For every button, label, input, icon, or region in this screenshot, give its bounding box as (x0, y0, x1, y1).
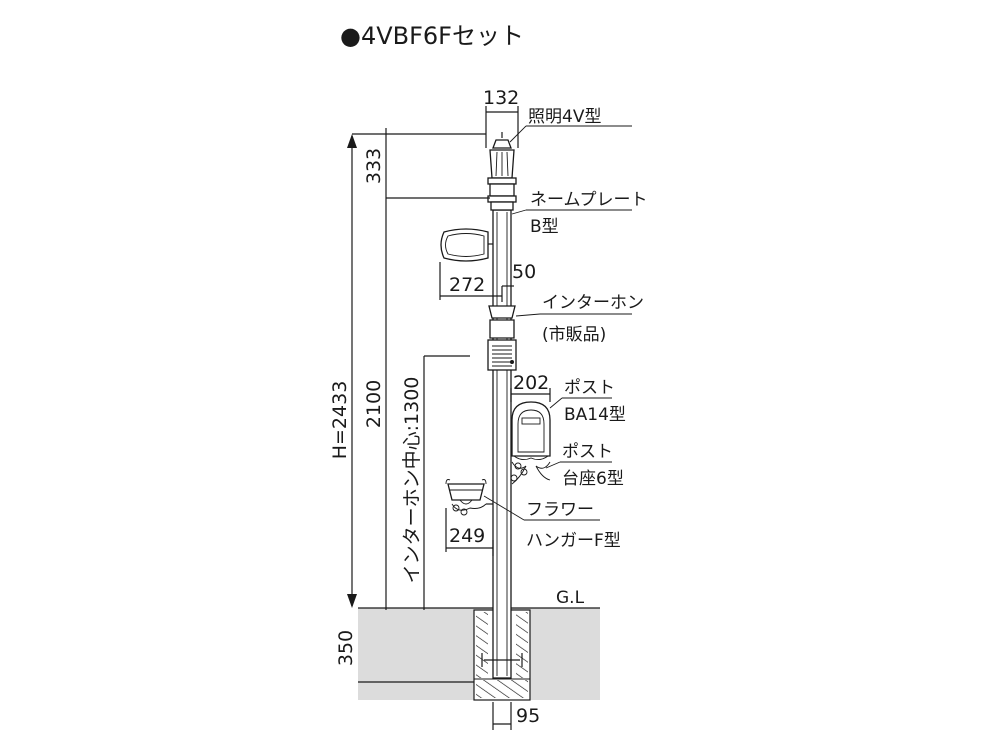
ground-label: G.L (556, 588, 585, 608)
total-height-value: H=2433 (329, 381, 351, 460)
nameplate-height-value: 2100 (363, 380, 385, 428)
label-light: 照明4V型 (528, 107, 601, 127)
label-intercom-2: (市販品) (542, 325, 606, 345)
dimension-base-width: 95 (492, 702, 540, 730)
dimension-nameplate-height: 2100 (363, 198, 387, 610)
label-nameplate-2: B型 (530, 217, 559, 237)
dimension-intercom-center: インターホン中心:1300 (401, 355, 470, 610)
foundation-hatch-left (476, 612, 488, 678)
flower-hanger (445, 479, 493, 516)
diagram-title: ●4VBF6Fセット (340, 22, 524, 50)
mailbox (510, 401, 551, 485)
foundation-depth-value: 350 (335, 630, 357, 666)
dimension-top-width: 132 (483, 87, 519, 148)
dimension-nameplate-width: 272 50 (439, 261, 536, 302)
pole-upper-section (489, 319, 515, 339)
leader-flower: フラワー ハンガーF型 (483, 495, 621, 551)
leader-light: 照明4V型 (509, 107, 632, 143)
leader-nameplate: ネームプレート B型 (511, 190, 647, 237)
top-width-value: 132 (483, 87, 519, 109)
intercom-box (487, 339, 517, 371)
leader-intercom: インターホン (市販品) (515, 293, 644, 345)
dimension-post-width: 202 (510, 372, 551, 402)
label-post-base-2: 台座6型 (562, 469, 624, 489)
light-height-value: 333 (363, 148, 385, 184)
leader-post: ポスト BA14型 (549, 378, 626, 425)
nameplate-offset-value: 50 (512, 261, 536, 283)
foundation-hatch-bottom (476, 680, 528, 698)
dimension-total-height: H=2433 (329, 133, 486, 608)
flower-width-value: 249 (449, 525, 485, 547)
label-intercom-1: インターホン (542, 293, 644, 313)
nameplate (440, 228, 493, 262)
nameplate-width-value: 272 (449, 274, 485, 296)
dimension-flower-width: 249 (445, 508, 494, 556)
post-width-value: 202 (513, 372, 549, 394)
label-flower-2: ハンガーF型 (526, 531, 621, 551)
light-fixture (487, 132, 517, 211)
base-width-value: 95 (516, 705, 540, 727)
intercom-center-value: インターホン中心:1300 (401, 377, 423, 584)
label-post-base-1: ポスト (562, 442, 613, 462)
pole-collar (488, 305, 516, 319)
leader-post-base: ポスト 台座6型 (545, 442, 624, 489)
dimension-foundation-depth: 350 (335, 630, 474, 683)
dimension-light-height: 333 (363, 128, 490, 199)
label-flower-1: フラワー (526, 500, 594, 520)
pole-shaft (492, 209, 512, 679)
label-post-2: BA14型 (564, 405, 626, 425)
label-post-1: ポスト (564, 378, 615, 398)
foundation-hatch-right (516, 612, 528, 678)
label-nameplate-1: ネームプレート (530, 190, 647, 210)
